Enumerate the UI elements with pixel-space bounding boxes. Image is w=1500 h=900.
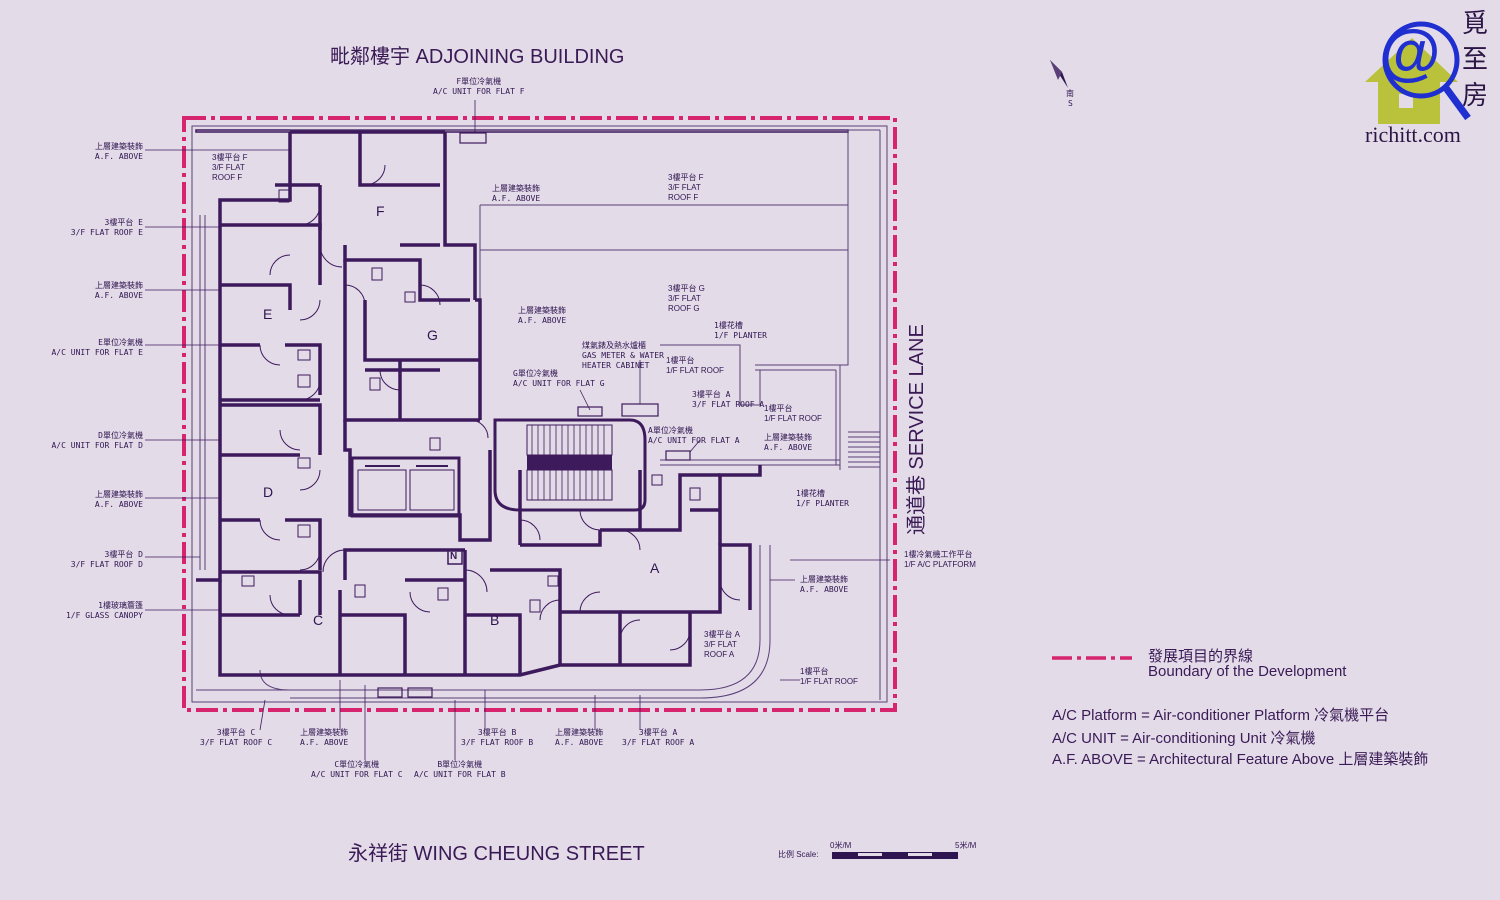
south-street-label: 永祥街 WING CHEUNG STREET	[348, 843, 645, 865]
room-D: D	[263, 484, 274, 500]
north-arrow	[1050, 60, 1068, 88]
scale-end: 5米/M	[955, 841, 977, 850]
development-boundary	[182, 116, 897, 712]
room-E: E	[263, 306, 273, 322]
at-icon: @	[1380, 18, 1441, 87]
door-swings	[259, 164, 741, 651]
legend-abbr-ac-unit: A/C UNIT = Air-conditioning Unit 冷氣機	[1052, 730, 1316, 747]
scale-bar	[832, 852, 958, 859]
building-walls	[196, 130, 762, 677]
external-steps	[848, 431, 880, 468]
brand-cjk-3: 房	[1462, 81, 1489, 111]
scale-start: 0米/M	[830, 841, 852, 850]
scale-label: 比例 Scale:	[778, 850, 819, 859]
room-C: C	[313, 612, 324, 628]
east-lane-label: 通道巷 SERVICE LANE	[906, 324, 928, 535]
brand-cjk-1: 覓	[1462, 9, 1489, 39]
room-F: F	[376, 203, 385, 219]
flat-roof-outlines	[196, 129, 881, 700]
legend-boundary-en: Boundary of the Development	[1148, 663, 1347, 680]
ac-unit-symbols	[377, 132, 691, 698]
brand-url: richitt.com	[1365, 122, 1461, 147]
room-N: N	[450, 551, 458, 562]
room-A: A	[650, 560, 660, 576]
north-street-label: 毗鄰樓宇 ADJOINING BUILDING	[330, 46, 625, 68]
legend-abbr-ac-platform: A/C Platform = Air-conditioner Platform …	[1052, 707, 1390, 724]
room-B: B	[490, 612, 500, 628]
legend-abbr-af-above: A.F. ABOVE = Architectural Feature Above…	[1052, 751, 1429, 768]
site-outline	[191, 125, 888, 703]
room-G: G	[427, 327, 438, 343]
brand-logo	[1365, 21, 1471, 124]
lift-shafts	[350, 456, 461, 518]
orientation-sub: S	[1068, 99, 1073, 108]
sanitary-fixtures	[241, 189, 701, 613]
staircase	[493, 418, 647, 512]
fire-service-box	[447, 549, 463, 565]
brand-cjk-2: 至	[1462, 45, 1489, 75]
legend-boundary-cn: 發展項目的界線	[1148, 648, 1254, 665]
leader-lines	[145, 100, 890, 760]
orientation-letter: 南	[1066, 89, 1074, 98]
